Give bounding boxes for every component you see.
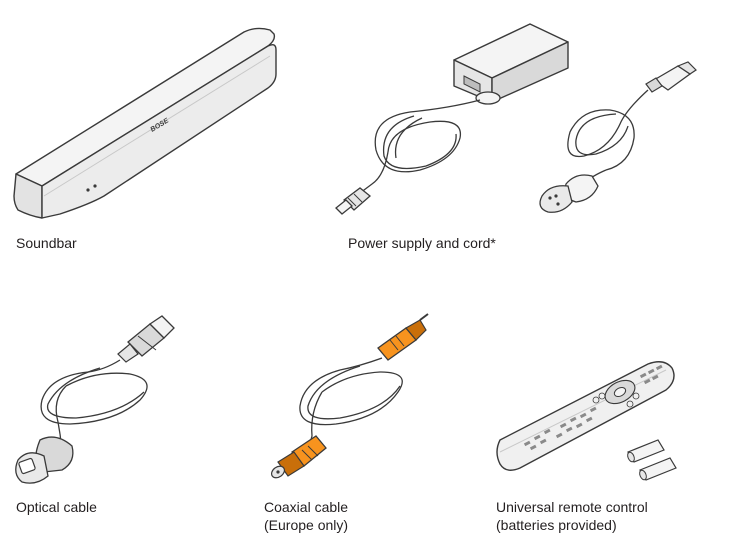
soundbar-caption: Soundbar (16, 235, 77, 251)
power-supply-illustration (335, 23, 697, 215)
coaxial-cable-illustration (270, 313, 429, 479)
batteries-illustration (627, 439, 677, 481)
soundbar-figure: BOSE Soundbar (0, 0, 300, 251)
coaxial-caption-line2: (Europe only) (264, 517, 349, 533)
optical-caption: Optical cable (16, 499, 97, 515)
remote-caption-line2: (batteries provided) (496, 517, 617, 533)
optical-cable-illustration (15, 315, 175, 484)
coaxial-cable-figure: Coaxial cable (Europe only) (250, 300, 460, 549)
remote-caption-line1: Universal remote control (496, 499, 648, 515)
coaxial-caption-line1: Coaxial cable (264, 499, 349, 515)
power-supply-figure: Power supply and cord* (330, 0, 730, 260)
soundbar-illustration: BOSE (13, 27, 277, 219)
power-caption: Power supply and cord* (348, 235, 496, 251)
optical-cable-figure: Optical cable (0, 300, 200, 549)
remote-control-illustration (496, 361, 677, 481)
power-cord-illustration (539, 61, 697, 213)
remote-figure: Universal remote control (batteries prov… (480, 300, 730, 549)
